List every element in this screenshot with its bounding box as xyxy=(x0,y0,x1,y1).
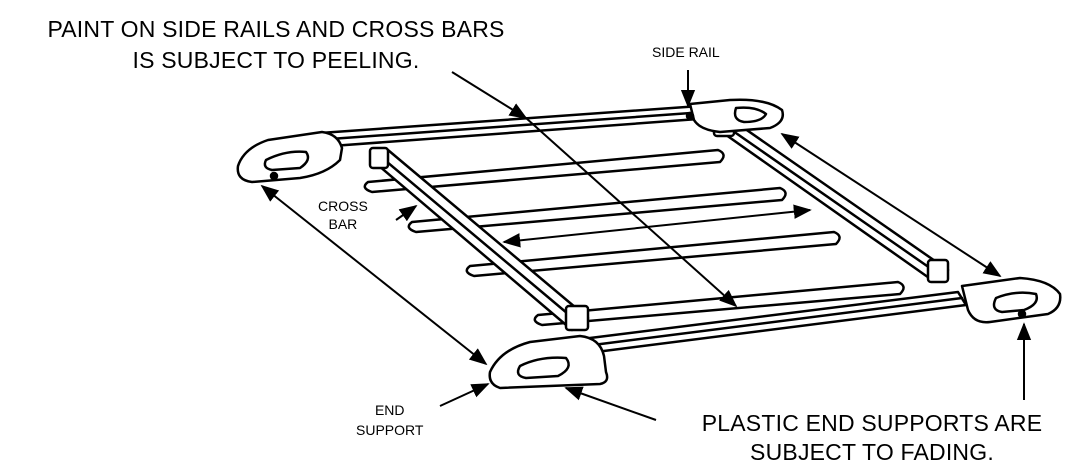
paint-peeling-caption: PAINT ON SIDE RAILS AND CROSS BARS IS SU… xyxy=(0,16,552,74)
peeling-leader-rail xyxy=(451,71,528,119)
plastic-fading-caption: PLASTIC END SUPPORTS ARE SUBJECT TO FADI… xyxy=(662,410,1082,466)
end-support-label: END SUPPORT xyxy=(356,402,423,438)
depth-dimension-right xyxy=(780,133,1002,277)
end-support-front-left xyxy=(488,334,609,390)
end-support-leader xyxy=(439,383,490,407)
cross-bar-leader xyxy=(395,204,418,222)
end-support-back-left xyxy=(236,130,344,184)
plastic-fading-caption-line1: PLASTIC END SUPPORTS ARE xyxy=(701,410,1043,436)
depth-dimension-left xyxy=(260,184,488,366)
plastic-fading-caption-line2: SUBJECT TO FADING. xyxy=(750,439,994,465)
paint-peeling-caption-line2: IS SUBJECT TO PEELING. xyxy=(132,47,420,73)
cross-bar-label-line1: CROSS xyxy=(318,198,368,214)
end-support-label-line2: SUPPORT xyxy=(356,422,424,438)
end-support-label-line1: END xyxy=(374,402,405,418)
end-support-front-right xyxy=(960,276,1062,324)
end-support-back-right xyxy=(685,98,784,134)
cross-bar-label: CROSS BAR xyxy=(318,198,368,232)
width-dimension-line xyxy=(502,204,812,248)
paint-peeling-caption-line1: PAINT ON SIDE RAILS AND CROSS BARS xyxy=(47,16,505,42)
roof-slats xyxy=(363,148,905,327)
leader-lines xyxy=(260,70,1032,421)
side-rail-label: SIDE RAIL xyxy=(652,44,720,60)
cross-bar-label-line2: BAR xyxy=(328,216,358,232)
fading-leader-left xyxy=(564,386,657,421)
